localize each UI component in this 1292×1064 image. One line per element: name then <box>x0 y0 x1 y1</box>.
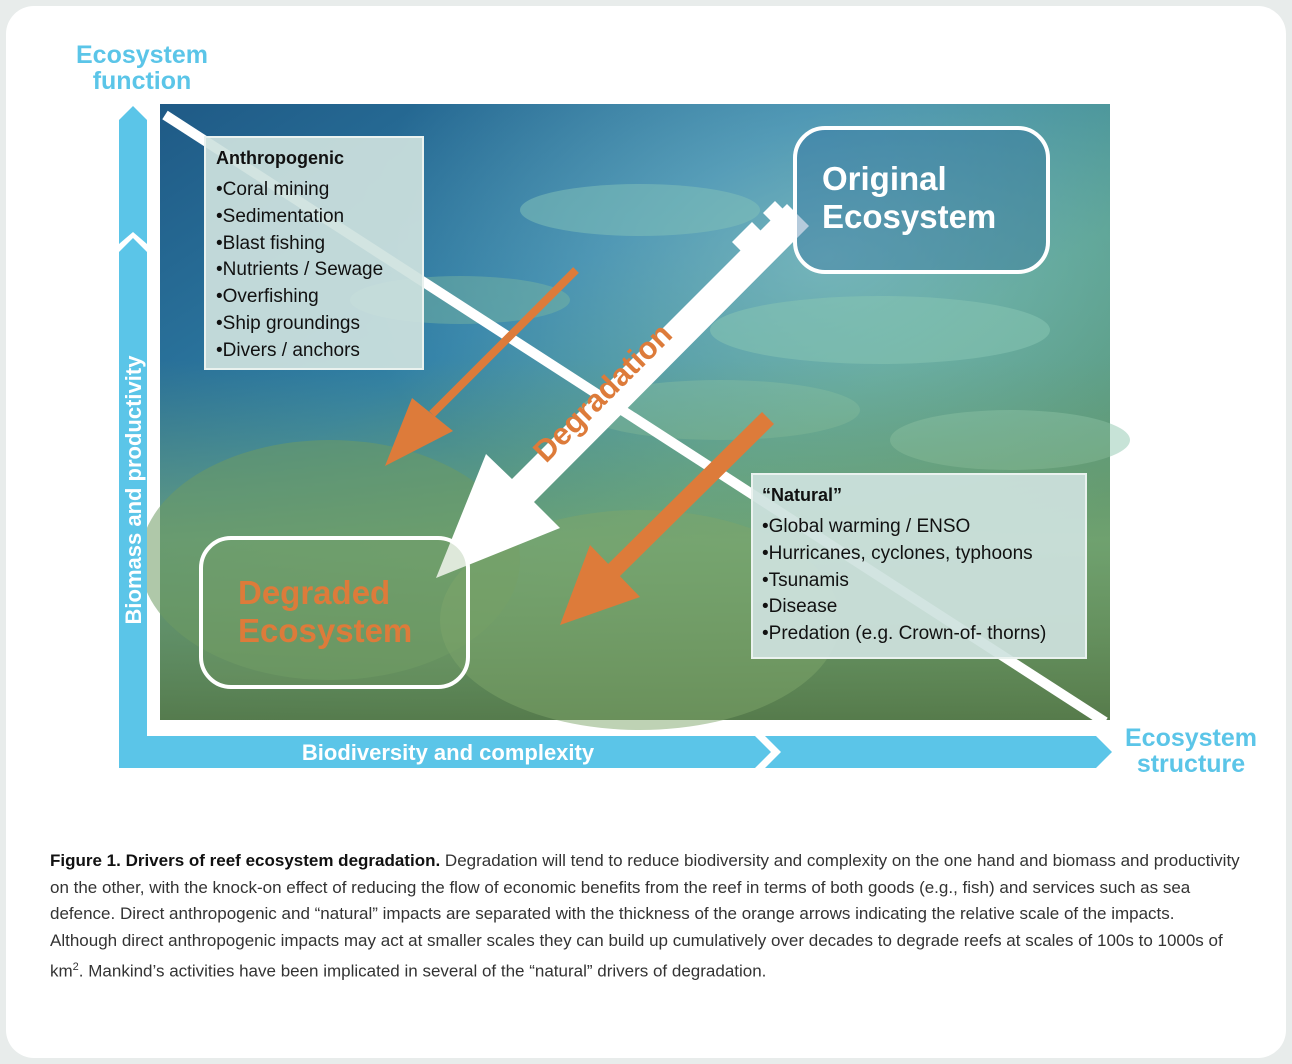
list-item: Blast fishing <box>216 231 422 258</box>
x-axis-title: Ecosystem structure <box>1116 725 1266 777</box>
degraded-ecosystem-line1: Degraded <box>238 574 390 611</box>
degraded-ecosystem-line2: Ecosystem <box>238 612 412 649</box>
natural-list: Global warming / ENSO Hurricanes, cyclon… <box>762 514 1085 648</box>
x-axis-title-text: Ecosystem structure <box>1124 724 1258 778</box>
list-item: Coral mining <box>216 177 422 204</box>
original-ecosystem-box <box>793 126 1050 274</box>
list-item: Ship groundings <box>216 311 422 338</box>
list-item: Global warming / ENSO <box>762 514 1085 541</box>
anthropogenic-heading: Anthropogenic <box>216 148 344 168</box>
x-axis-label: Biodiversity and complexity <box>302 740 595 765</box>
degraded-ecosystem-box <box>199 536 470 689</box>
original-ecosystem-line1: Original <box>822 160 947 197</box>
degradation-arrow <box>436 201 809 578</box>
y-axis-title: Ecosystem function <box>72 42 212 94</box>
x-axis-arrow <box>119 736 1112 768</box>
list-item: Overfishing <box>216 284 422 311</box>
list-item: Predation (e.g. Crown-of- thorns) <box>762 621 1085 648</box>
y-axis-title-text: Ecosystem function <box>75 41 209 95</box>
anthropogenic-impact-arrow <box>385 267 579 466</box>
y-axis-label: Biomass and productivity <box>121 355 146 625</box>
list-item: Disease <box>762 594 1085 621</box>
list-item: Nutrients / Sewage <box>216 257 422 284</box>
list-item: Sedimentation <box>216 204 422 231</box>
caption-tail: . Mankind’s activities have been implica… <box>78 962 767 982</box>
caption-body: Degradation will tend to reduce biodiver… <box>50 851 1240 982</box>
natural-heading: “Natural” <box>762 485 843 505</box>
list-item: Hurricanes, cyclones, typhoons <box>762 541 1085 568</box>
natural-impact-arrow <box>560 411 774 625</box>
list-item: Tsunamis <box>762 568 1085 595</box>
caption-title: Figure 1. Drivers of reef ecosystem degr… <box>50 851 441 870</box>
anthropogenic-list: Coral mining Sedimentation Blast fishing… <box>216 177 422 365</box>
caption-superscript: 2 <box>72 961 79 974</box>
figure-caption: Figure 1. Drivers of reef ecosystem degr… <box>50 848 1245 986</box>
reef-photo-background <box>140 104 1130 730</box>
y-axis-arrow <box>119 106 147 736</box>
natural-drivers-box: “Natural” Global warming / ENSO Hurrican… <box>751 473 1087 659</box>
list-item: Divers / anchors <box>216 338 422 365</box>
anthropogenic-drivers-box: Anthropogenic Coral mining Sedimentation… <box>204 136 424 370</box>
original-ecosystem-line2: Ecosystem <box>822 198 996 235</box>
